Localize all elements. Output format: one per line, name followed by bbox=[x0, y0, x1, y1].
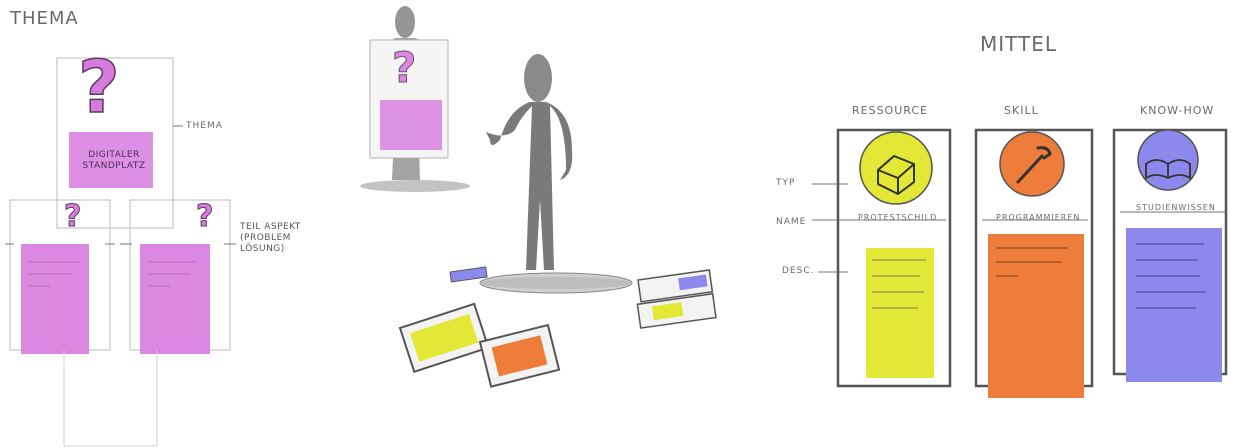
question-mark-small-icon: ? bbox=[196, 199, 213, 234]
floor-card-small bbox=[450, 267, 487, 282]
knowhow-card bbox=[1114, 130, 1226, 382]
svg-text:?: ? bbox=[392, 43, 416, 92]
floor-card-orange bbox=[480, 325, 559, 387]
knowhow-title: KNOW-HOW bbox=[1140, 104, 1214, 117]
thema-patch-text: DIGITALER STANDPLATZ bbox=[74, 150, 154, 172]
question-mark-small-icon: ? bbox=[64, 199, 81, 234]
floor-cards-right bbox=[634, 270, 716, 328]
resource-name: PROTESTSCHILD bbox=[858, 213, 937, 222]
figure-with-sign: ? bbox=[360, 6, 470, 192]
standing-figure bbox=[480, 54, 632, 293]
question-mark-icon: ? bbox=[78, 45, 120, 129]
mittel-cards bbox=[800, 120, 1240, 410]
knowhow-name: STUDIENWISSEN bbox=[1136, 203, 1216, 212]
skill-card bbox=[976, 130, 1092, 398]
floor-card-yellow bbox=[400, 304, 488, 372]
skill-name: PROGRAMMIEREN bbox=[996, 213, 1080, 222]
teilaspekt-label: TEIL ASPEKT (PROBLEM LÖSUNG) bbox=[240, 222, 310, 255]
svg-text:?: ? bbox=[78, 45, 120, 129]
mittel-title: MITTEL bbox=[980, 32, 1057, 56]
thema-side-label: THEMA bbox=[186, 121, 223, 131]
figures-scene: ? bbox=[340, 0, 760, 448]
skill-title: SKILL bbox=[1004, 104, 1039, 117]
typ-label: TYP bbox=[776, 178, 795, 188]
resource-card bbox=[838, 130, 950, 386]
resource-title: RESSOURCE bbox=[852, 104, 928, 117]
